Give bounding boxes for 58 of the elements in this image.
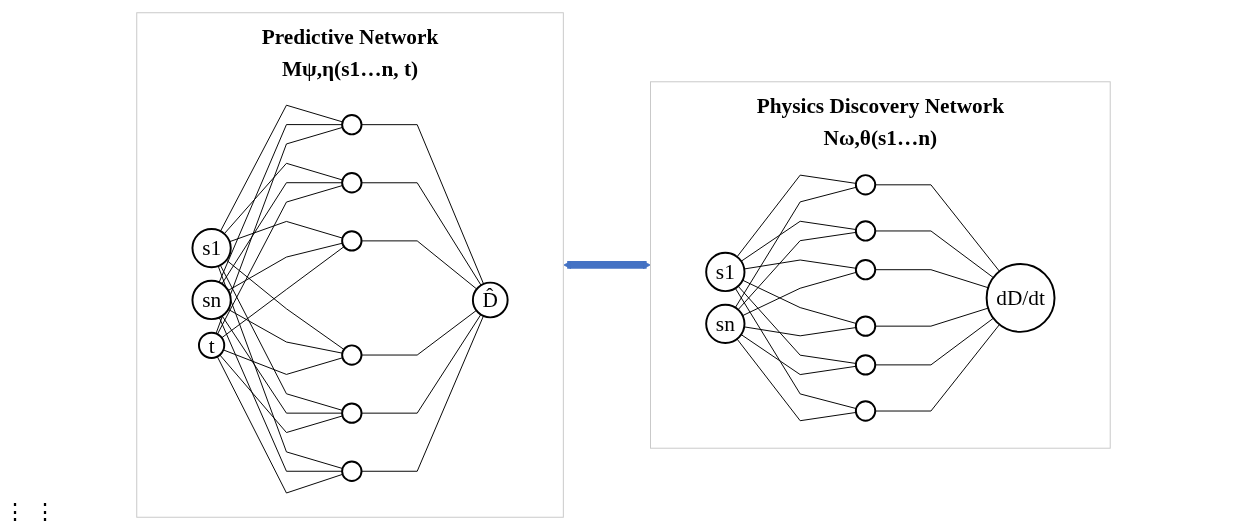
ellipsis-mark: ⋮ bbox=[34, 499, 56, 525]
node-circle bbox=[854, 219, 877, 242]
node-circle bbox=[191, 279, 232, 320]
connector bbox=[218, 123, 343, 283]
node-circle bbox=[854, 258, 877, 280]
node-circle bbox=[471, 281, 509, 318]
ellipsis-mark: ⋮ bbox=[4, 499, 26, 525]
connector bbox=[736, 174, 857, 257]
connector bbox=[218, 316, 343, 472]
connector bbox=[737, 231, 857, 310]
cluster bbox=[136, 11, 564, 518]
connector bbox=[229, 220, 344, 242]
connector bbox=[221, 315, 343, 414]
node-circle bbox=[341, 402, 363, 424]
connector bbox=[742, 271, 857, 316]
network-diagram: Physics Discovery Network Nω,θ(s1…n) s1 sn dD/dt Predictive Network Mψ,η(s1…n, t) s1 sn t D̂ bbox=[129, 4, 1118, 525]
connector bbox=[220, 104, 344, 232]
node-circle bbox=[854, 173, 877, 195]
node-circle bbox=[341, 460, 363, 482]
connector bbox=[361, 123, 485, 284]
node-circle bbox=[341, 171, 363, 193]
node-circle bbox=[341, 343, 363, 366]
connector bbox=[736, 338, 857, 421]
node-circle bbox=[198, 331, 226, 359]
connector bbox=[361, 309, 477, 356]
connector bbox=[361, 239, 478, 290]
node-circle bbox=[705, 303, 746, 344]
connector bbox=[223, 162, 344, 234]
connector bbox=[742, 279, 857, 324]
node-circle bbox=[705, 251, 746, 292]
node-circle bbox=[854, 399, 877, 422]
connector bbox=[217, 265, 344, 469]
node-circle bbox=[854, 353, 877, 376]
connector bbox=[222, 348, 344, 375]
connector bbox=[740, 220, 857, 262]
connector bbox=[361, 313, 482, 414]
node-circle bbox=[341, 113, 363, 135]
connector bbox=[216, 355, 344, 493]
connector bbox=[740, 333, 857, 375]
node-circle bbox=[985, 262, 1056, 333]
connector bbox=[221, 245, 345, 338]
connector bbox=[361, 315, 484, 472]
connector bbox=[226, 259, 345, 350]
connector bbox=[361, 181, 482, 286]
connector bbox=[734, 186, 857, 308]
connector bbox=[215, 126, 344, 334]
connector bbox=[221, 181, 343, 284]
connector bbox=[737, 285, 857, 364]
cluster bbox=[650, 80, 1111, 449]
arrow bbox=[563, 260, 651, 269]
node-circle bbox=[854, 315, 877, 337]
connector bbox=[227, 308, 343, 354]
connector bbox=[734, 287, 857, 409]
node-circle bbox=[341, 229, 363, 252]
node-circle bbox=[191, 227, 232, 268]
connector bbox=[227, 242, 343, 291]
connector bbox=[219, 264, 344, 411]
connector bbox=[217, 184, 344, 335]
